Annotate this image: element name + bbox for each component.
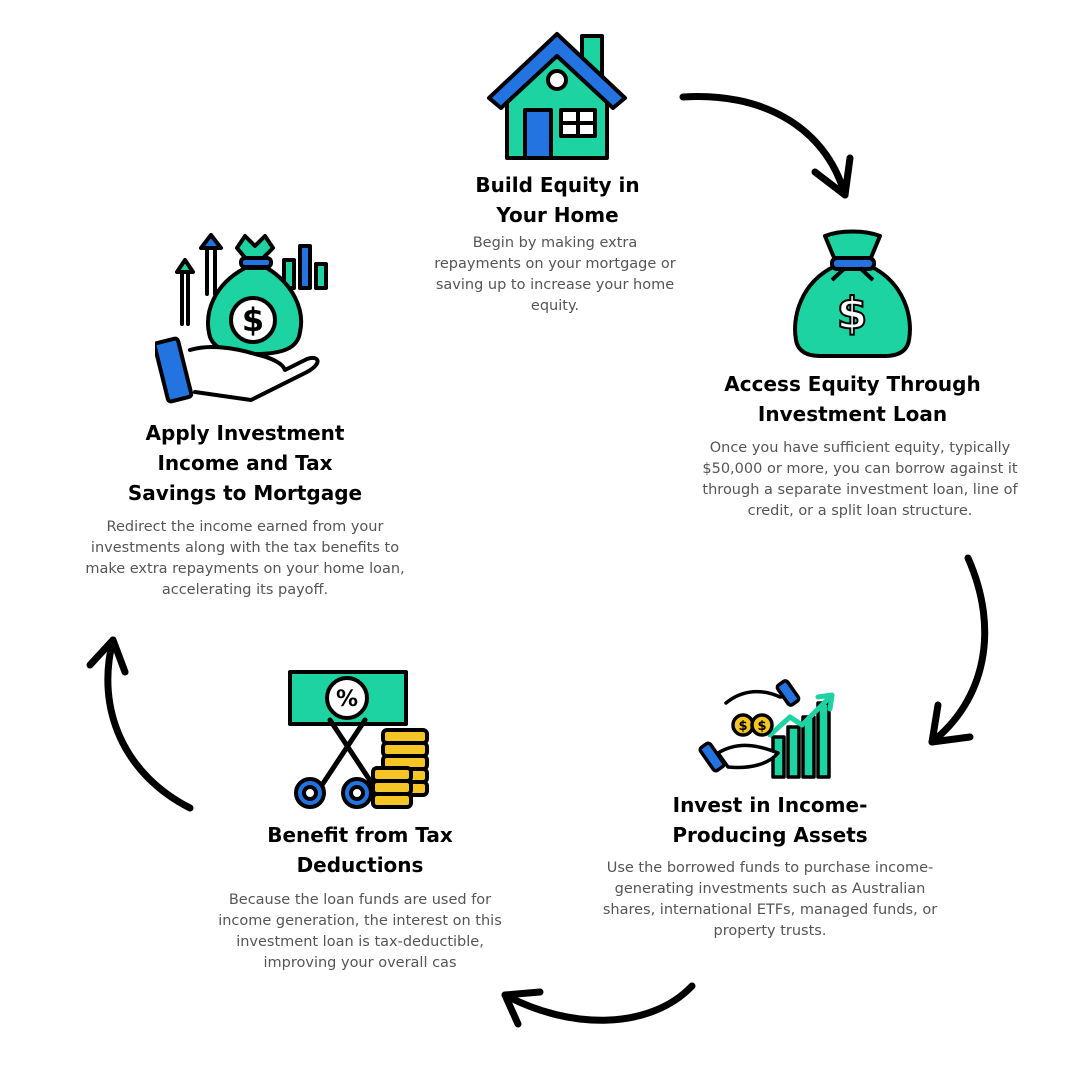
arrow-4-to-5 [86, 636, 194, 812]
step-description: Redirect the income earned from your inv… [85, 519, 405, 598]
step-description: Begin by making extra repayments on your… [434, 235, 676, 314]
money-bag-icon: $ [793, 229, 912, 358]
step-title: Apply Investment Income and Tax Savings … [127, 421, 363, 505]
investment-growth-icon: $ $ [698, 679, 835, 779]
svg-text:$: $ [242, 301, 264, 339]
arrow-2-to-3 [928, 554, 989, 746]
step-description: Use the borrowed funds to purchase incom… [602, 860, 938, 939]
step-description: Because the loan funds are used for inco… [218, 892, 502, 971]
svg-text:$: $ [837, 288, 868, 339]
svg-text:$: $ [757, 719, 766, 734]
step-title: Invest in Income-Producing Assets [672, 793, 868, 847]
step-description: Once you have sufficient equity, typical… [702, 440, 1018, 519]
tax-cut-icon: % [288, 670, 429, 809]
step-title: Benefit from Tax Deductions [267, 823, 453, 877]
house-icon [487, 32, 627, 160]
arrow-1-to-2 [679, 93, 854, 199]
step-title: Build Equity in Your Home [475, 173, 640, 227]
svg-text:$: $ [738, 719, 747, 734]
money-hand-growth-icon: $ [155, 233, 328, 404]
svg-text:%: % [336, 687, 358, 712]
step-title: Access Equity Through Investment Loan [724, 372, 981, 426]
arrow-3-to-4 [501, 982, 696, 1028]
